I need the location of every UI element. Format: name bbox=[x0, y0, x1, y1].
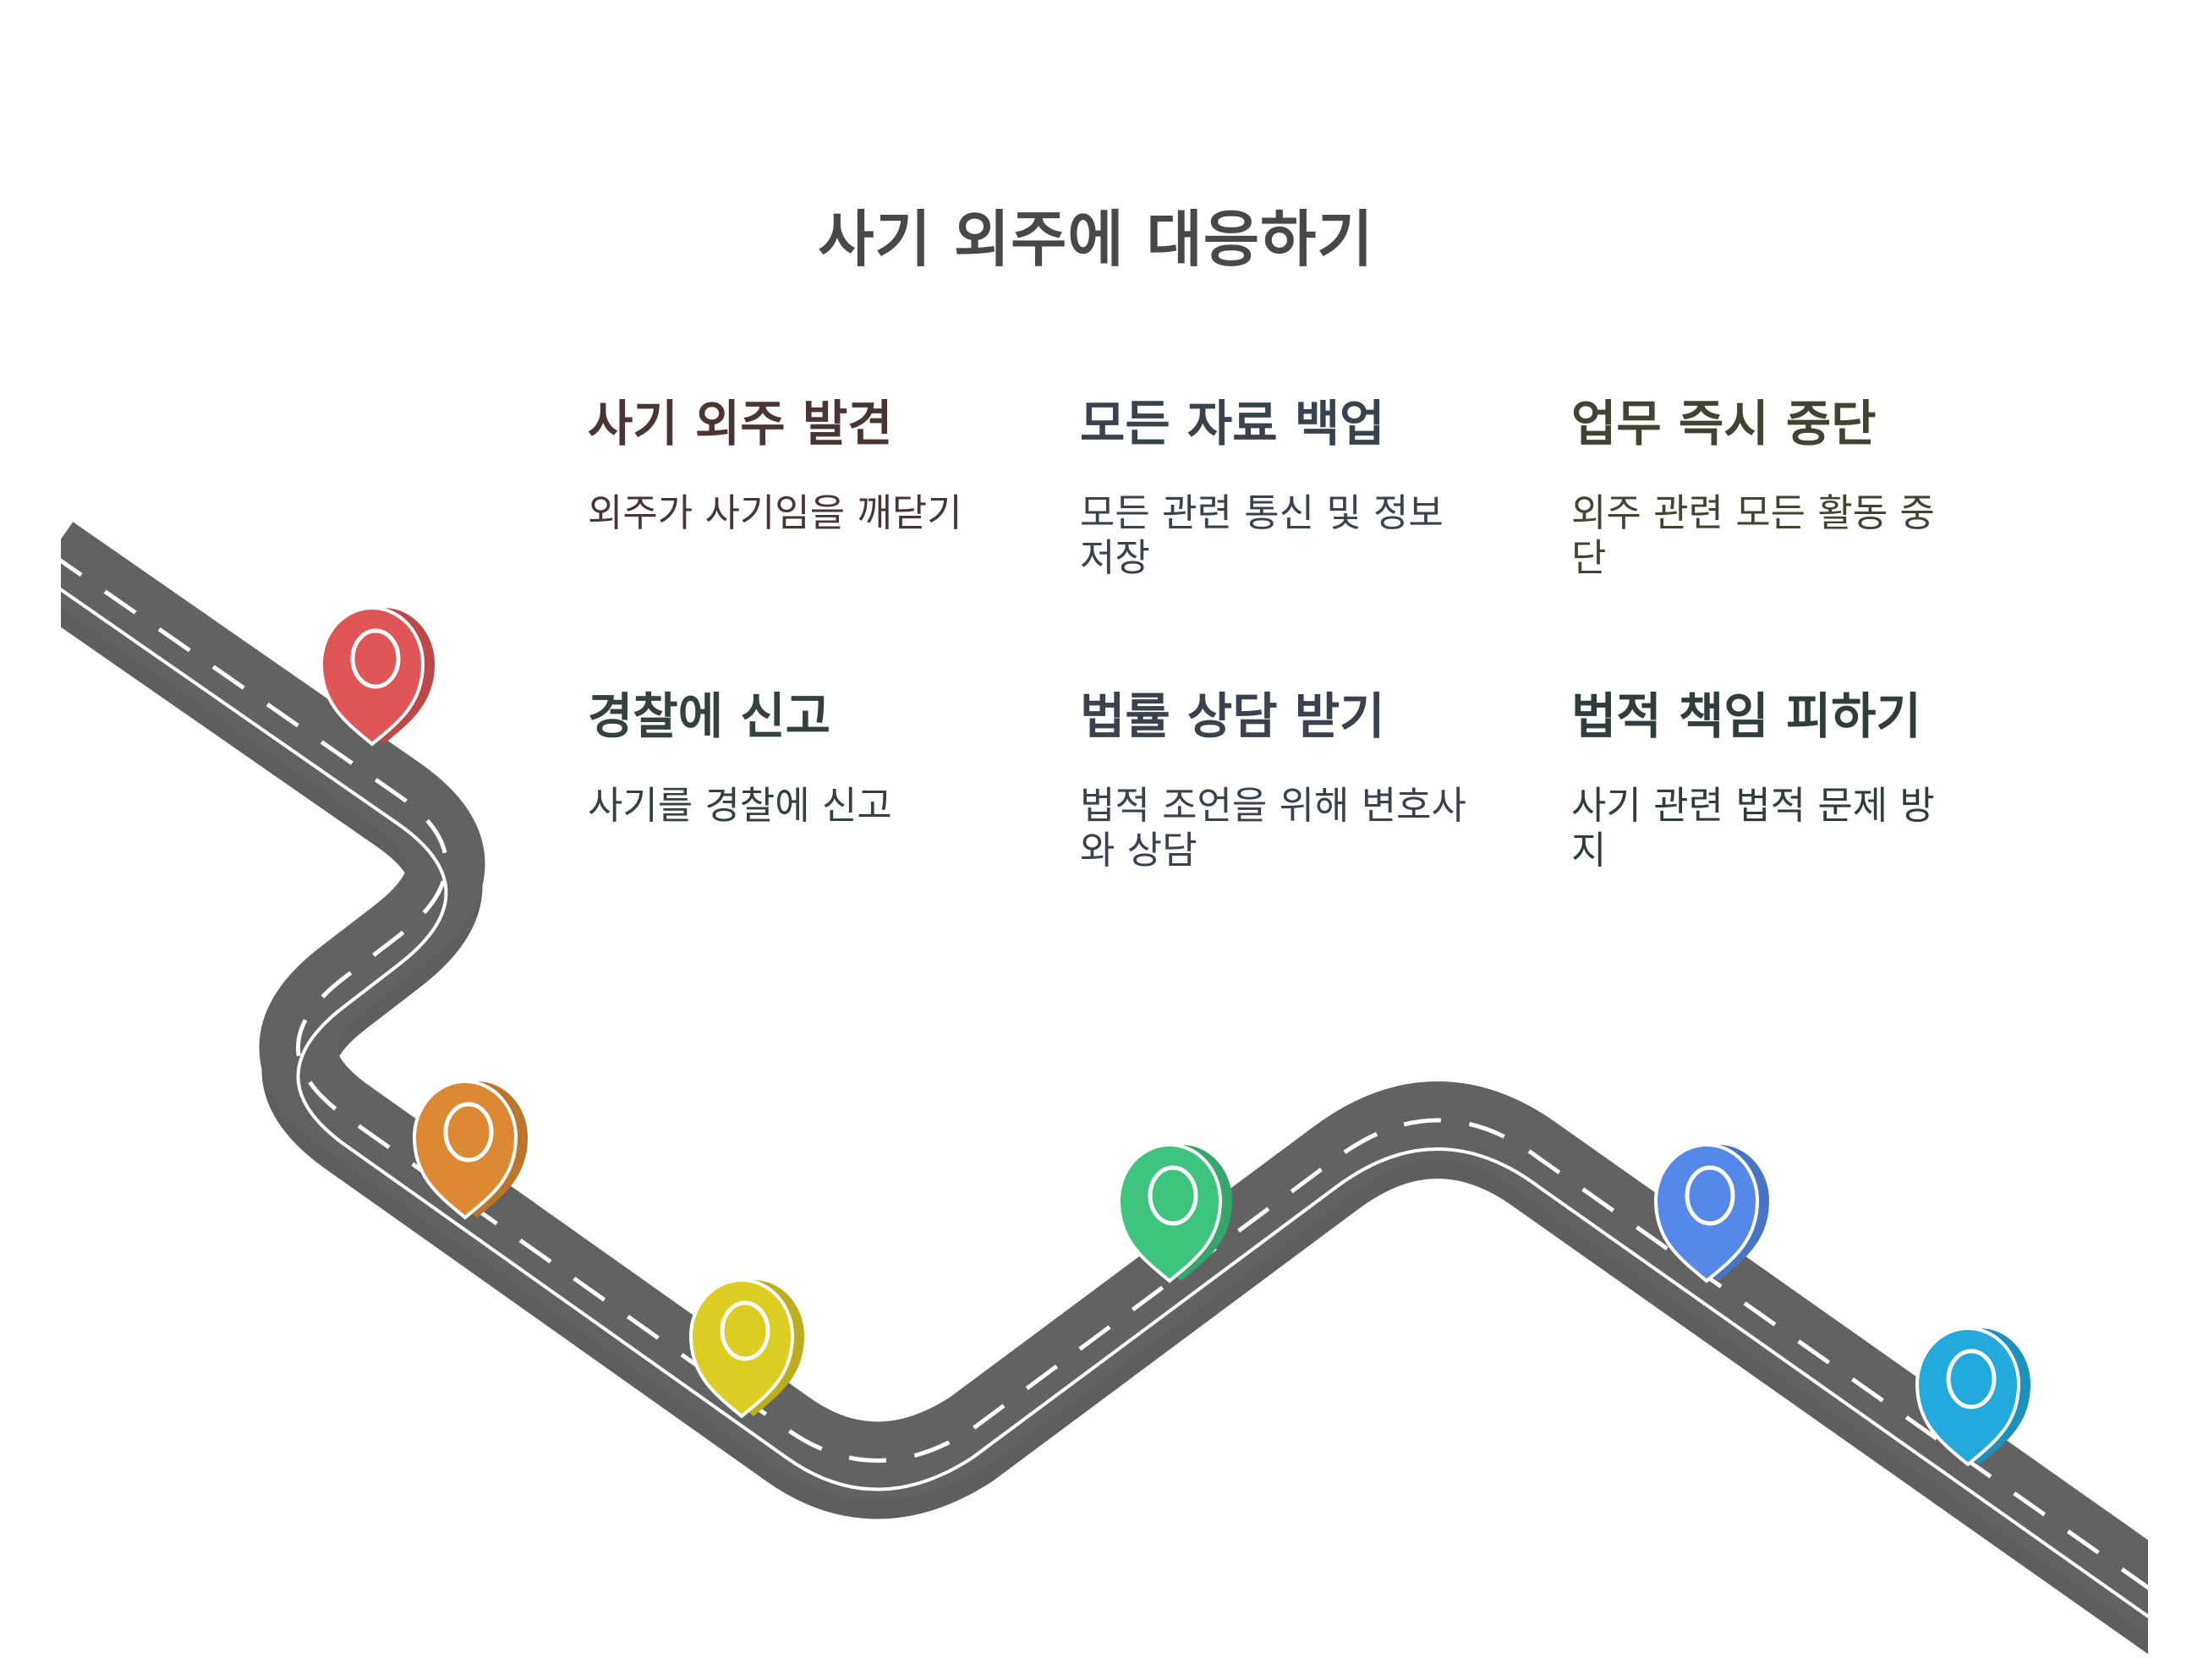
pin-front bbox=[1915, 1327, 2021, 1467]
pin-front bbox=[412, 1080, 518, 1220]
map-pin-icon-blue bbox=[1653, 1143, 1769, 1283]
road-edge-line bbox=[61, 587, 2148, 1619]
step-5-description: 외주 관련 모든 활동 중단 bbox=[1571, 490, 1935, 580]
pin-front bbox=[1653, 1143, 1760, 1283]
step-3-heading: 모든 자료 백업 bbox=[1080, 395, 1385, 452]
map-pin-icon-yellow bbox=[688, 1278, 804, 1419]
pin-front bbox=[688, 1278, 795, 1419]
map-pin-icon-cyan bbox=[1915, 1327, 2030, 1467]
road bbox=[61, 522, 2148, 1655]
step-2-heading: 경찰에 신고 bbox=[588, 687, 830, 745]
step-4-description: 법적 조언을 위해 변호사와 상담 bbox=[1080, 783, 1466, 873]
step-1-heading: 사기 외주 발견 bbox=[588, 395, 893, 452]
step-6-heading: 법적 책임 피하기 bbox=[1571, 687, 1921, 745]
step-3: 모든 자료 백업 모든 관련 통신 및 정보 저장 bbox=[1080, 391, 1477, 580]
step-4-heading: 법률 상담 받기 bbox=[1080, 687, 1385, 745]
pin-ring bbox=[1685, 1165, 1735, 1226]
pin-front bbox=[1116, 1143, 1223, 1283]
step-6-description: 사기 관련 법적 문제 방지 bbox=[1571, 783, 1935, 873]
pin-ring bbox=[350, 628, 401, 689]
pin-ring bbox=[1148, 1165, 1198, 1226]
map-pin-icon-green bbox=[1116, 1143, 1232, 1283]
step-5: 업무 즉시 중단 외주 관련 모든 활동 중단 bbox=[1571, 391, 1969, 580]
step-3-description: 모든 관련 통신 및 정보 저장 bbox=[1080, 490, 1444, 580]
step-2: 경찰에 신고 사기를 경찰에 신고 bbox=[588, 683, 985, 828]
pin-ring bbox=[443, 1102, 494, 1163]
road-center-line bbox=[61, 558, 2148, 1590]
pin-ring bbox=[720, 1300, 770, 1361]
map-pin-icon-orange bbox=[412, 1080, 528, 1220]
step-2-description: 사기를 경찰에 신고 bbox=[588, 783, 892, 828]
step-5-heading: 업무 즉시 중단 bbox=[1571, 395, 1877, 452]
step-6: 법적 책임 피하기 사기 관련 법적 문제 방지 bbox=[1571, 683, 1969, 873]
step-1: 사기 외주 발견 외주가 사기임을 깨닫기 bbox=[588, 391, 985, 535]
map-pin-icon-red bbox=[319, 606, 435, 747]
step-4: 법률 상담 받기 법적 조언을 위해 변호사와 상담 bbox=[1080, 683, 1477, 873]
step-1-description: 외주가 사기임을 깨닫기 bbox=[588, 490, 962, 535]
pin-front bbox=[319, 606, 425, 747]
pin-ring bbox=[1946, 1349, 1997, 1409]
page-title: 사기 외주에 대응하기 bbox=[818, 204, 1374, 275]
